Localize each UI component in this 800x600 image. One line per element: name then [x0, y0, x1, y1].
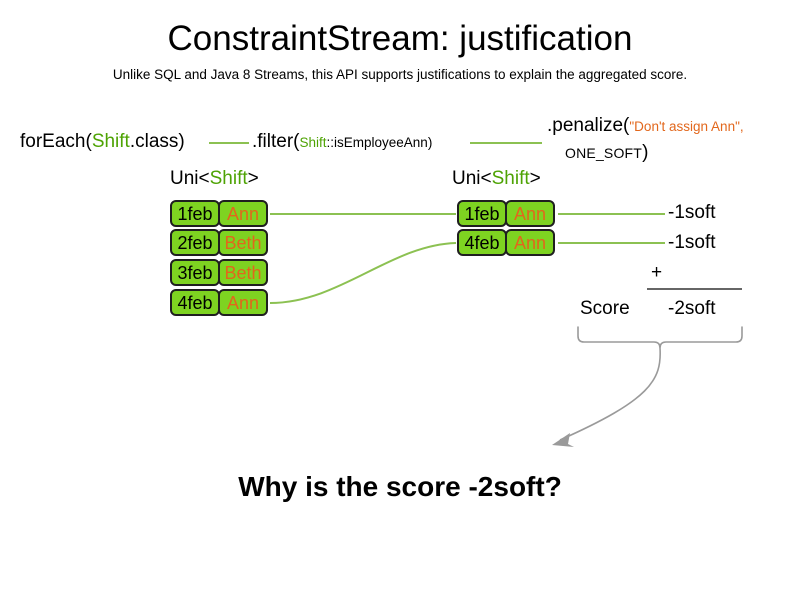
page-subtitle: Unlike SQL and Java 8 Streams, this API …	[112, 67, 688, 82]
fact-date: 1feb	[457, 200, 507, 227]
code-filter-type: Shift	[299, 135, 327, 150]
fact-name: Ann	[505, 229, 555, 256]
code-foreach-type: Shift	[91, 131, 130, 152]
uni-left-type: Shift	[209, 168, 248, 189]
code-penalize-close: )	[642, 142, 649, 163]
sum-operator: +	[651, 262, 663, 283]
fact-date: 2feb	[170, 229, 220, 256]
uni-left-prefix: Uni<	[170, 168, 210, 189]
code-foreach-method: forEach(	[20, 131, 92, 152]
connector-foreach-filter	[209, 142, 249, 144]
table-row: 4feb Ann	[457, 229, 555, 256]
question-arrow-line	[559, 347, 661, 441]
question-arrow-head	[552, 433, 574, 447]
table-row: 3feb Beth	[170, 259, 268, 286]
uni-left-suffix: >	[247, 168, 259, 189]
code-filter-method: .filter(	[252, 131, 300, 152]
uni-label-left: Uni<Shift>	[170, 167, 259, 191]
uni-right-type: Shift	[491, 168, 530, 189]
table-row: 1feb Ann	[170, 200, 268, 227]
score-total: -2soft	[668, 298, 716, 319]
table-row: 4feb Ann	[170, 289, 268, 316]
table-row: 2feb Beth	[170, 229, 268, 256]
uni-right-prefix: Uni<	[452, 168, 492, 189]
fact-date: 3feb	[170, 259, 220, 286]
code-penalize-constant: ONE_SOFT	[565, 145, 643, 161]
fact-date: 4feb	[457, 229, 507, 256]
page-title: ConstraintStream: justification	[167, 19, 633, 58]
code-penalize: .penalize("Don't assign Ann", ONE_SOFT)	[547, 114, 744, 165]
uni-label-right: Uni<Shift>	[452, 167, 541, 191]
code-penalize-method: .penalize(	[547, 115, 630, 136]
code-filter-rest: ::isEmployeeAnn)	[326, 135, 433, 150]
fact-name: Ann	[218, 289, 268, 316]
code-filter: .filter(Shift::isEmployeeAnn)	[252, 130, 432, 155]
connector-filter-penalize	[470, 142, 542, 144]
table-row: 1feb Ann	[457, 200, 555, 227]
code-penalize-string: "Don't assign Ann",	[629, 119, 744, 134]
sum-divider	[647, 288, 742, 290]
question-text: Why is the score -2soft?	[238, 471, 562, 502]
summary-brace	[577, 326, 743, 349]
score-label: Score	[580, 298, 630, 319]
fact-date: 1feb	[170, 200, 220, 227]
flow-curve-4feb	[269, 242, 457, 304]
uni-right-suffix: >	[529, 168, 541, 189]
code-foreach: forEach(Shift.class)	[20, 130, 185, 154]
score-item: -1soft	[668, 232, 716, 253]
fact-name: Beth	[218, 229, 268, 256]
fact-name: Ann	[505, 200, 555, 227]
code-foreach-rest: .class)	[129, 131, 185, 152]
fact-name: Ann	[218, 200, 268, 227]
fact-name: Beth	[218, 259, 268, 286]
score-item: -1soft	[668, 202, 716, 223]
fact-date: 4feb	[170, 289, 220, 316]
